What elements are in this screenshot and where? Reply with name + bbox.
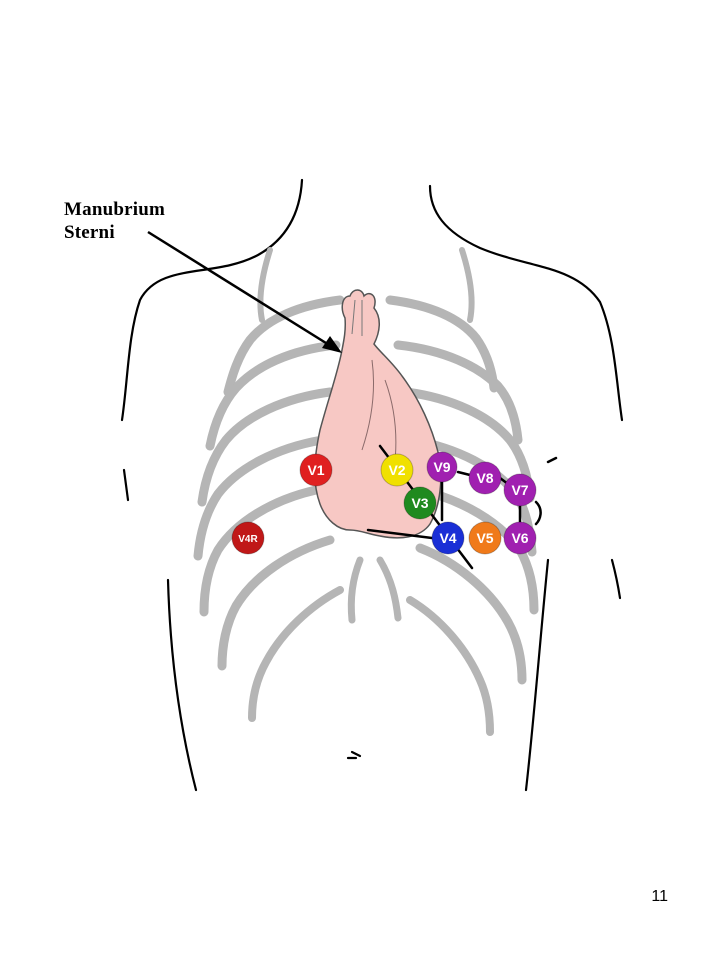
electrode-v6-label: V6 (511, 530, 528, 546)
electrode-v8-label: V8 (476, 470, 493, 486)
electrode-v5-label: V5 (476, 530, 493, 546)
electrode-v3-marker (403, 486, 437, 520)
electrode-v6-marker (503, 521, 537, 555)
electrode-v9-marker (426, 451, 458, 483)
electrode-v1-label: V1 (307, 462, 324, 478)
electrode-v7-label: V7 (511, 482, 528, 498)
electrode-v7: V7 (503, 473, 537, 507)
electrode-v4r-marker (231, 521, 265, 555)
annotation-line-2: Sterni (64, 222, 115, 243)
electrode-v9-label: V9 (433, 459, 450, 475)
electrode-v9: V9 (426, 451, 458, 483)
electrode-v2-marker (380, 453, 414, 487)
electrode-v5-marker (468, 521, 502, 555)
annotation-arrow (147, 230, 342, 353)
electrode-v3: V3 (403, 486, 437, 520)
electrode-v3-label: V3 (411, 495, 428, 511)
electrode-v2-label: V2 (388, 462, 405, 478)
electrode-v4-label: V4 (439, 530, 456, 546)
electrode-v7-marker (503, 473, 537, 507)
electrode-v1: V1 (299, 453, 333, 487)
electrode-v4: V4 (431, 521, 465, 555)
torso-outline (120, 178, 624, 792)
electrode-v4r-label: V4R (238, 534, 258, 545)
manubrium-sterni-label: Manubrium Sterni (64, 198, 165, 244)
annotation-line-1: Manubrium (64, 199, 166, 220)
electrode-v5: V5 (468, 521, 502, 555)
electrode-v6: V6 (503, 521, 537, 555)
electrode-v1-marker (299, 453, 333, 487)
electrode-v8-marker (468, 461, 502, 495)
page-number: 11 (651, 888, 668, 905)
electrode-v4-marker (431, 521, 465, 555)
electrode-v2: V2 (380, 453, 414, 487)
electrode-v4r: V4R (231, 521, 265, 555)
electrode-v8: V8 (468, 461, 502, 495)
